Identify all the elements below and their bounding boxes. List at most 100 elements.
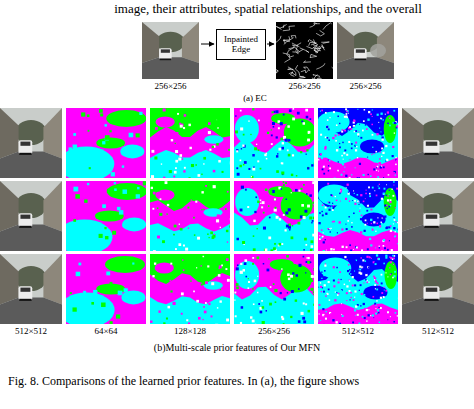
feature-speckle bbox=[263, 227, 266, 230]
feature-speckle bbox=[381, 147, 383, 149]
feature-speckle bbox=[350, 297, 351, 298]
feature-speckle bbox=[346, 111, 348, 113]
feature-speckle bbox=[285, 212, 288, 215]
feature-speckle bbox=[154, 156, 157, 159]
feature-speckle bbox=[155, 127, 158, 130]
edge-line bbox=[300, 48, 309, 53]
feature-speckle bbox=[346, 187, 347, 188]
street-photo bbox=[142, 22, 199, 79]
feature-speckle bbox=[336, 288, 338, 290]
feature-speckle bbox=[338, 279, 339, 280]
edge-line bbox=[310, 54, 317, 57]
feature-speckle bbox=[266, 153, 268, 155]
edge-line bbox=[283, 53, 294, 57]
feature-speckle bbox=[394, 271, 396, 273]
feature-speckle bbox=[280, 188, 281, 189]
feature-speckle bbox=[327, 137, 328, 138]
feature-speckle bbox=[340, 290, 342, 292]
feature-speckle bbox=[182, 158, 184, 160]
feature-speckle bbox=[303, 320, 306, 323]
feature-speckle bbox=[360, 284, 362, 286]
feature-speckle bbox=[243, 134, 245, 136]
feature-speckle bbox=[357, 177, 359, 178]
road bbox=[337, 57, 394, 79]
feature-speckle bbox=[174, 225, 177, 228]
feature-speckle bbox=[252, 108, 254, 110]
sky bbox=[402, 181, 474, 251]
feature-speckle bbox=[159, 213, 162, 216]
feature-speckle bbox=[396, 188, 398, 190]
feature-speckle bbox=[250, 316, 252, 318]
feature-speckle bbox=[258, 120, 260, 122]
feature-speckle bbox=[311, 222, 312, 223]
feature-speckle bbox=[381, 250, 383, 251]
feature-speckle bbox=[360, 305, 361, 306]
feature-speckle bbox=[163, 122, 165, 124]
feature-speckle bbox=[283, 184, 285, 186]
feature-speckle bbox=[87, 183, 89, 185]
feature-speckle bbox=[276, 170, 279, 173]
feature-speckle bbox=[370, 244, 372, 246]
feature-speckle bbox=[375, 209, 377, 211]
feature-speckle bbox=[139, 112, 142, 115]
feature-speckle bbox=[265, 189, 267, 191]
edge-line bbox=[276, 68, 278, 73]
edge-line bbox=[316, 63, 325, 69]
feature-speckle bbox=[379, 158, 381, 160]
feature-speckle bbox=[394, 236, 395, 237]
feature-speckle bbox=[114, 188, 117, 191]
feature-speckle bbox=[358, 204, 359, 205]
feature-speckle bbox=[367, 248, 369, 250]
feature-speckle bbox=[386, 226, 388, 228]
feature-blob bbox=[120, 144, 144, 158]
feature-speckle bbox=[365, 279, 367, 281]
feature-speckle bbox=[394, 219, 396, 221]
feature-speckle bbox=[252, 168, 255, 171]
feature-speckle bbox=[366, 256, 368, 258]
feature-speckle bbox=[328, 201, 329, 202]
feature-speckle bbox=[68, 318, 72, 322]
feature-blob bbox=[362, 213, 386, 227]
feature-speckle bbox=[360, 134, 362, 136]
feature-speckle bbox=[360, 257, 361, 258]
feature-speckle bbox=[349, 159, 350, 160]
feature-speckle bbox=[398, 298, 399, 299]
feature-speckle bbox=[333, 285, 335, 287]
feature-speckle bbox=[184, 167, 186, 169]
feature-speckle bbox=[262, 321, 265, 324]
feature-speckle bbox=[380, 256, 381, 257]
feature-speckle bbox=[240, 263, 242, 265]
feature-speckle bbox=[390, 199, 392, 201]
feature-speckle bbox=[365, 124, 367, 126]
feature-speckle bbox=[208, 131, 211, 134]
feature-blob bbox=[268, 186, 292, 197]
feature-speckle bbox=[268, 236, 271, 239]
car-window bbox=[20, 215, 30, 219]
feature-speckle bbox=[311, 280, 313, 282]
feature-speckle bbox=[291, 192, 292, 193]
feature-speckle bbox=[384, 261, 385, 262]
feature-speckle bbox=[393, 227, 395, 229]
feature-speckle bbox=[161, 163, 162, 164]
feature-speckle bbox=[241, 186, 244, 189]
feature-speckle bbox=[383, 245, 385, 247]
edge-line bbox=[312, 74, 317, 79]
feature-speckle bbox=[326, 118, 328, 120]
feature-speckle bbox=[283, 181, 285, 183]
feature-speckle bbox=[253, 235, 255, 237]
car-wheel bbox=[424, 153, 438, 155]
feature-speckle bbox=[179, 293, 181, 295]
car-window bbox=[20, 142, 30, 146]
feature-speckle bbox=[322, 214, 324, 216]
feature-speckle bbox=[276, 216, 279, 219]
feature-speckle bbox=[367, 157, 368, 158]
feature-speckle bbox=[306, 257, 307, 258]
building-right bbox=[182, 22, 199, 63]
feature-speckle bbox=[283, 114, 285, 116]
feature-speckle bbox=[300, 215, 303, 218]
feature-speckle bbox=[386, 159, 388, 161]
feature-speckle bbox=[185, 248, 188, 251]
feature-speckle bbox=[369, 195, 371, 197]
feature-speckle bbox=[341, 128, 342, 129]
feature-speckle bbox=[262, 201, 265, 204]
